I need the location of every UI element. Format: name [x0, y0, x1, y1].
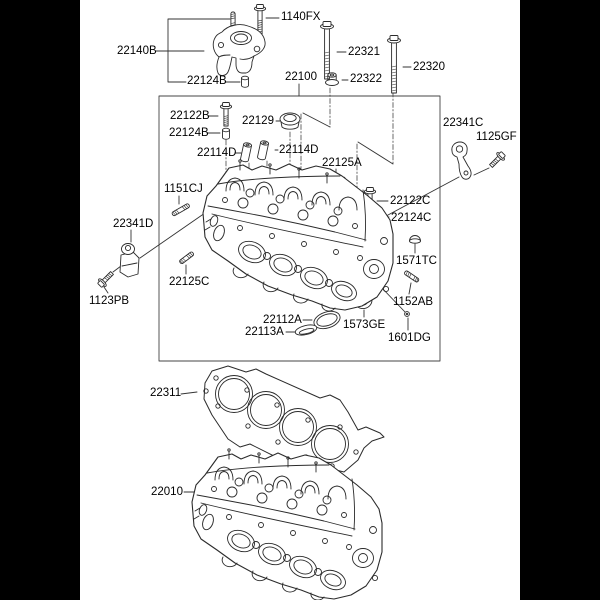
part-label-22320: 22320: [413, 61, 445, 73]
part-label-22112A: 22112A: [263, 314, 302, 326]
part-label-22122B: 22122B: [170, 110, 210, 122]
part-label-22114D-right: 22114D: [279, 144, 319, 156]
bolt-icon-1125GF: [486, 149, 508, 171]
nut-icon-22322: [325, 72, 339, 86]
part-label-1123PB: 1123PB: [89, 295, 130, 307]
oring-icon-22112A: [313, 310, 341, 330]
plug-icon-1571TC: [409, 235, 421, 244]
part-label-1601DG: 1601DG: [388, 332, 431, 344]
bushing-icon-22124B-top: [241, 75, 249, 88]
part-label-22125C: 22125C: [169, 276, 210, 288]
part-label-1125GF: 1125GF: [476, 131, 517, 143]
guide-icon-22114D-left: [239, 141, 253, 163]
parts-group-box: [158, 95, 441, 362]
part-label-22321: 22321: [348, 46, 380, 58]
part-label-22341D: 22341D: [113, 218, 154, 230]
part-label-1140FX: 1140FX: [281, 11, 321, 23]
housing-icon-22140B: [212, 24, 266, 76]
part-label-22140B: 22140B: [117, 45, 157, 57]
cylinder-head-icon-top: [202, 159, 394, 312]
part-label-22122C: 22122C: [390, 195, 431, 207]
part-label-22010: 22010: [151, 486, 183, 498]
pin-icon-1601DG: [404, 311, 410, 317]
cap-icon-22129: [279, 112, 301, 130]
part-label-22113A: 22113A: [245, 326, 284, 338]
bracket-icon-22341D: [119, 243, 140, 278]
part-label-22114D-left: 22114D: [197, 147, 237, 159]
part-label-1151CJ: 1151CJ: [164, 183, 203, 195]
part-label-22100: 22100: [285, 71, 317, 83]
guide-icon-22114D-right: [256, 139, 270, 161]
bolt-icon-22321: [320, 21, 334, 80]
stud-icon-1151CJ: [171, 202, 191, 217]
stud-icon-22125C: [178, 250, 195, 265]
bolt-icon-22320: [387, 35, 401, 94]
part-label-1152AB: 1152AB: [393, 296, 434, 308]
part-label-22125A: 22125A: [322, 157, 362, 169]
part-label-1573GE: 1573GE: [343, 319, 386, 331]
part-label-22124B-top: 22124B: [187, 75, 227, 87]
part-label-22311: 22311: [150, 387, 182, 399]
bolt-icon-1123PB: [95, 268, 117, 290]
part-label-22129: 22129: [242, 115, 274, 127]
part-label-22341C: 22341C: [443, 117, 484, 129]
part-label-22322: 22322: [350, 73, 382, 85]
part-label-22124B: 22124B: [169, 127, 209, 139]
part-label-1571TC: 1571TC: [396, 255, 437, 267]
gasket-icon-22113A: [294, 324, 318, 336]
bolt-icon-22122B: [219, 102, 233, 127]
bushing-icon-22124B: [222, 127, 230, 140]
bracket-icon-22341C: [451, 141, 472, 180]
head-gasket-icon-22311: [203, 365, 385, 473]
stud-icon-1152AB: [403, 269, 420, 284]
part-label-22124C: 22124C: [391, 212, 432, 224]
cylinder-head-icon-bottom: [191, 448, 383, 600]
